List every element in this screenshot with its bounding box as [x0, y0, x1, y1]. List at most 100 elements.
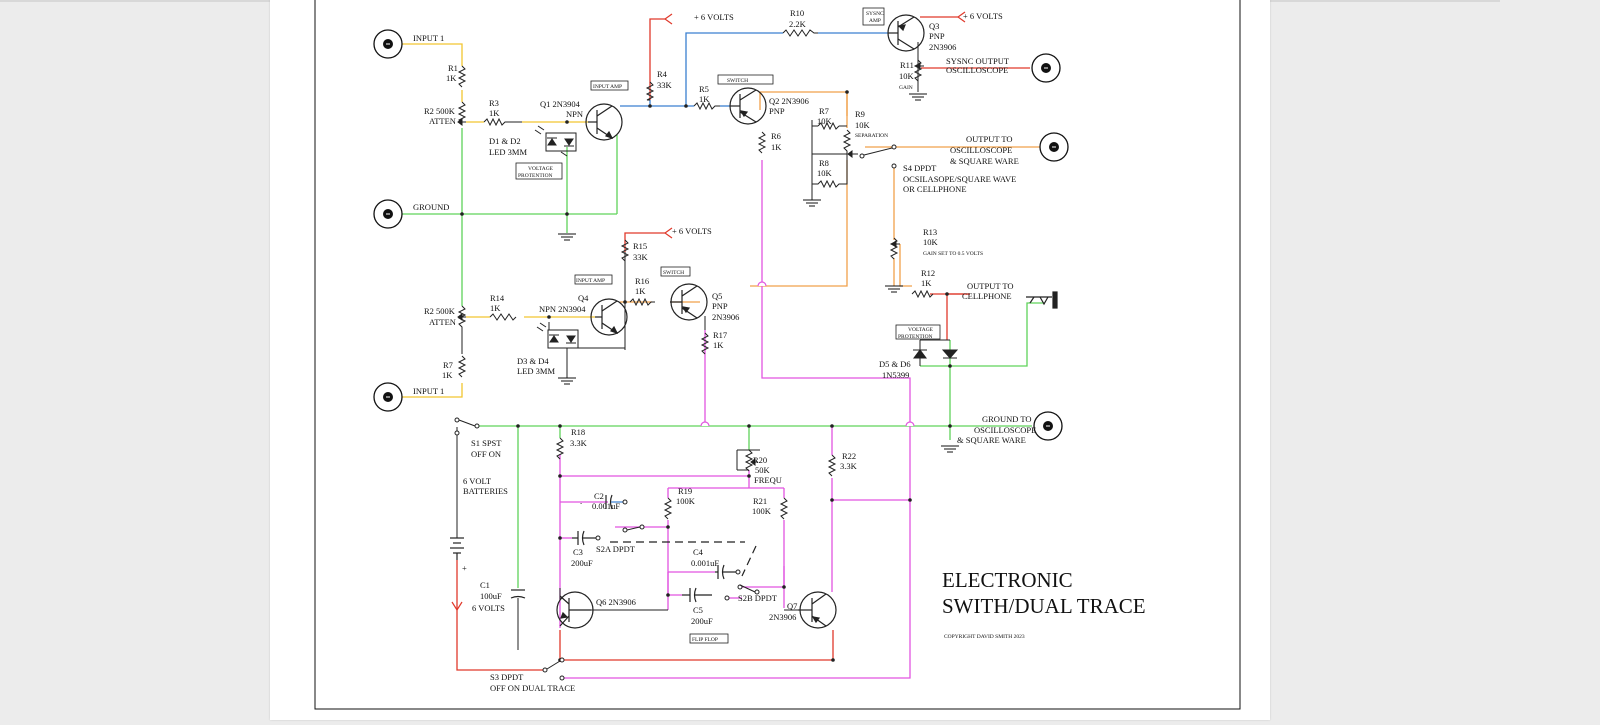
label-q2-val: PNP	[769, 106, 785, 116]
resistor-r8	[812, 160, 848, 189]
box-vprot-2a: VOLTAGE	[908, 327, 934, 333]
label-q2-ref: Q2 2N3906	[769, 96, 809, 106]
label-r13-note: GAIN SET TO 0.5 VOLTS	[923, 251, 983, 257]
label-s4-l2: OCSILASOPE/SQUARE WAVE	[903, 174, 1016, 184]
box-input-amp-1: INPUT AMP	[593, 84, 622, 90]
label-r19-val: 100K	[676, 496, 696, 506]
label-r5-val: 1K	[699, 94, 710, 104]
label-r18-val: 3.3K	[570, 438, 588, 448]
resistor-r4	[645, 81, 655, 101]
box-sync-amp-1: SYSNC	[866, 11, 884, 17]
label-6v-1: + 6 VOLTS	[694, 12, 734, 22]
label-r6-ref: R6	[771, 131, 781, 141]
switch-s4	[859, 144, 897, 169]
box-switch-1: SWITCH	[727, 78, 748, 84]
label-batt-2: BATTERIES	[463, 486, 508, 496]
label-r22-val: 3.3K	[840, 461, 858, 471]
label-q4-ref: Q4	[578, 293, 589, 303]
switch-s2b	[724, 569, 760, 601]
label-r7t-ref: R7	[819, 106, 829, 116]
resistor-r22	[827, 454, 837, 477]
label-r3-val: 1K	[489, 108, 500, 118]
label-q3-ref: Q3	[929, 21, 939, 31]
label-c1-ref: C1	[480, 580, 490, 590]
jack-sync-output	[1031, 53, 1061, 83]
label-sync-output-2: OSCILLOSCOPE	[946, 65, 1008, 75]
schematic-page: INPUT 1 GROUND INPUT 1 SYSNC OUTPUT OSCI…	[270, 0, 1270, 720]
capacitor-c3	[572, 530, 598, 546]
transistor-q2	[729, 87, 767, 125]
label-r8-ref: R8	[819, 158, 829, 168]
diode-pair-d5-d6	[913, 339, 959, 366]
label-q5-ref: Q5	[712, 291, 722, 301]
transistor-q4	[590, 298, 628, 336]
wire-crossings	[700, 281, 915, 427]
schematic-diagram: INPUT 1 GROUND INPUT 1 SYSNC OUTPUT OSCI…	[314, 0, 1241, 710]
transistor-q1	[585, 103, 623, 141]
box-sync-amp-2: AMP	[869, 18, 881, 24]
label-s2a: S2A DPDT	[596, 544, 636, 554]
label-r13-val: 10K	[923, 237, 939, 247]
label-d3d4-val: LED 3MM	[517, 366, 555, 376]
label-r15-val: 33K	[633, 252, 649, 262]
label-r8-val: 10K	[817, 168, 833, 178]
label-r7b-val: 1K	[442, 370, 453, 380]
transistor-q7	[798, 591, 837, 629]
switches	[454, 144, 897, 681]
label-d1d2-val: LED 3MM	[489, 147, 527, 157]
blue-wires	[620, 32, 888, 107]
label-r11-val: 10K	[899, 71, 915, 81]
label-r10-val: 2.2K	[789, 19, 807, 29]
supply-arrows	[451, 11, 966, 612]
label-r20-ref: R20	[753, 455, 767, 465]
label-6v-3: + 6 VOLTS	[672, 226, 712, 236]
label-scope-out-1: OUTPUT TO	[966, 134, 1013, 144]
label-6v-2: + 6 VOLTS	[963, 11, 1003, 21]
phone-jack-symbol	[1026, 291, 1058, 309]
green-wires	[402, 128, 1045, 588]
label-r12-ref: R12	[921, 268, 935, 278]
resistor-r18	[555, 437, 565, 460]
label-phone-out-2: CELLPHONE	[962, 291, 1012, 301]
label-q5-part: 2N3906	[712, 312, 739, 322]
label-r18-ref: R18	[571, 427, 585, 437]
label-s4-ref: S4 DPDT	[903, 163, 937, 173]
label-q4-val: NPN 2N3904	[539, 304, 586, 314]
label-r19-ref: R19	[678, 486, 692, 496]
resistor-r2-top	[457, 101, 467, 124]
label-r14-ref: R14	[490, 293, 505, 303]
label-q5-val: PNP	[712, 301, 728, 311]
boxed-labels	[515, 7, 941, 644]
label-r17-ref: R17	[713, 330, 727, 340]
label-s1-val: OFF ON	[471, 449, 501, 459]
label-phone-out-1: OUTPUT TO	[967, 281, 1014, 291]
switch-s3	[542, 657, 565, 681]
resistor-r15	[620, 239, 630, 262]
resistor-r14	[489, 313, 517, 321]
label-r7t-val: 10K	[817, 116, 833, 126]
capacitors	[510, 494, 738, 603]
label-s2b: S2B DPDT	[738, 593, 778, 603]
label-s3-val: OFF ON DUAL TRACE	[490, 683, 575, 693]
page-border	[314, 0, 1241, 710]
jack-ground-to-scope	[1033, 411, 1063, 441]
box-vprot-1b: PROTENTION	[518, 173, 553, 179]
label-r9-ref: R9	[855, 109, 865, 119]
labels: INPUT 1 GROUND INPUT 1 SYSNC OUTPUT OSCI…	[413, 8, 1146, 693]
box-switch-2: SWITCH	[663, 270, 684, 276]
label-scope-out-3: & SQUARE WARE	[950, 156, 1019, 166]
label-r7b-ref: R7	[443, 360, 453, 370]
battery-symbol	[450, 537, 464, 560]
label-ground: GROUND	[413, 202, 449, 212]
label-c4-val: 0.001uF	[691, 558, 719, 568]
label-r16-ref: R16	[635, 276, 649, 286]
label-r2t-val: ATTEN	[429, 116, 456, 126]
label-r20-val: 50K	[755, 465, 771, 475]
label-input1-bottom: INPUT 1	[413, 386, 444, 396]
transistor-q3	[887, 14, 925, 52]
label-r4-val: 33K	[657, 80, 673, 90]
label-ground-to-3: & SQUARE WARE	[957, 435, 1026, 445]
transistors	[556, 14, 925, 629]
label-6v-c1: 6 VOLTS	[472, 603, 505, 613]
label-r1-ref: R1	[448, 63, 458, 73]
